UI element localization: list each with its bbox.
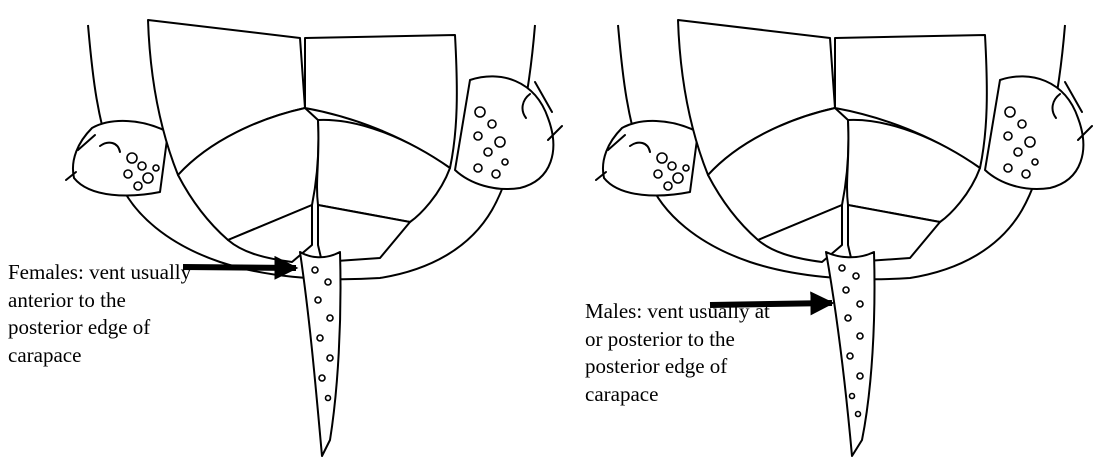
male-right-hind-leg [985, 76, 1092, 189]
male-left-hind-leg [596, 121, 698, 196]
female-left-hind-leg [66, 121, 168, 196]
male-caption: Males: vent usually at or posterior to t… [585, 298, 785, 408]
female-tail [300, 252, 341, 456]
female-vent-arrow [183, 267, 296, 268]
female-right-hind-leg [455, 76, 562, 189]
female-turtle-illustration [66, 20, 562, 456]
female-caption: Females: vent usually anterior to the po… [8, 259, 198, 369]
